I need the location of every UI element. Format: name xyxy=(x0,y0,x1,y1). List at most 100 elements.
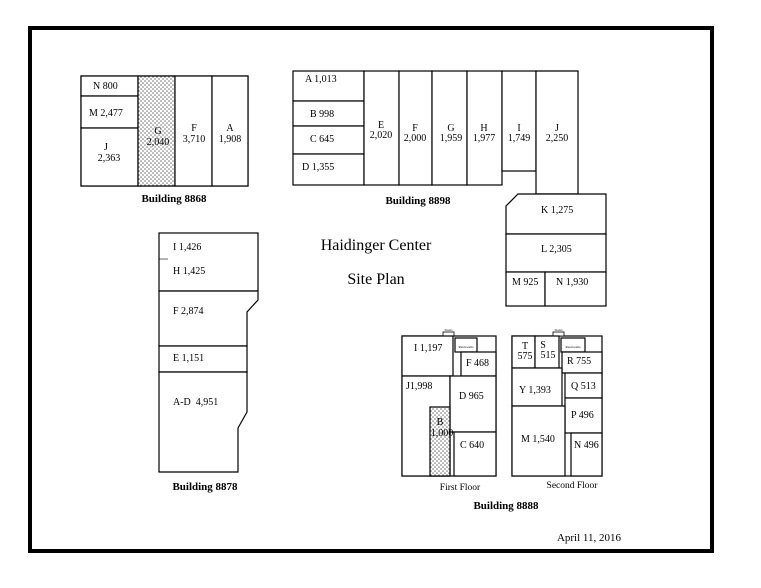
label-8868-f-area: 3,710 xyxy=(183,134,206,145)
label-8868-m: M 2,477 xyxy=(89,108,123,119)
stairs-label-1: Stairs xyxy=(445,328,454,332)
label-8888-n: N 496 xyxy=(574,440,599,451)
label-8898-h-letter: H xyxy=(480,123,487,134)
label-8888-s-area: 515 xyxy=(541,350,556,361)
plan-date: April 11, 2016 xyxy=(557,532,622,544)
label-8888-b-area: 1,000 xyxy=(431,428,454,439)
label-8898-l: L 2,305 xyxy=(541,244,572,255)
label-8888-r: R 755 xyxy=(567,356,591,367)
label-8868-g-letter: G xyxy=(154,126,161,137)
label-8878-h: H 1,425 xyxy=(173,266,205,277)
restrooms-label-1: Restrooms xyxy=(459,345,475,349)
restrooms-label-2: Restrooms xyxy=(566,345,582,349)
room-8898-l[interactable] xyxy=(505,233,607,273)
label-8898-n: N 1,930 xyxy=(556,277,588,288)
room-8898-e[interactable] xyxy=(363,70,400,186)
label-8888-m: M 1,540 xyxy=(521,434,555,445)
label-8878-ad: A-D 4,951 xyxy=(173,397,218,408)
label-8878-e: E 1,151 xyxy=(173,353,204,364)
label-8898-j-letter: J xyxy=(555,123,559,134)
label-8868-a-letter: A xyxy=(226,123,234,134)
room-8878-ih[interactable] xyxy=(158,232,259,292)
building-8888-first-floor: Stairs Restrooms I 1,197 F 468 J1,998 D … xyxy=(401,328,497,493)
label-8898-e-letter: E xyxy=(378,120,384,131)
label-8888-d: D 965 xyxy=(459,391,484,402)
label-8898-g-letter: G xyxy=(447,123,454,134)
label-8898-j-area: 2,250 xyxy=(546,133,569,144)
label-8898-d: D 1,355 xyxy=(302,162,334,173)
building-8878-name: Building 8878 xyxy=(172,481,238,493)
page-border xyxy=(28,26,714,553)
building-8898: A 1,013 B 998 C 645 D 1,355 E 2,020 F 2,… xyxy=(292,70,607,307)
first-floor-label: First Floor xyxy=(440,483,481,493)
label-8898-i-letter: I xyxy=(517,123,520,134)
room-8898-m[interactable] xyxy=(505,271,546,307)
label-8898-h-area: 1,977 xyxy=(473,133,496,144)
label-8888-c: C 640 xyxy=(460,440,484,451)
building-8868: N 800 M 2,477 J 2,363 G 2,040 F 3,710 A … xyxy=(80,75,249,205)
label-8898-c: C 645 xyxy=(310,134,334,145)
room-8888-i[interactable] xyxy=(401,335,454,377)
room-8898-d[interactable] xyxy=(292,153,365,186)
room-8878-f[interactable] xyxy=(158,290,259,347)
label-8888-p: P 496 xyxy=(571,410,594,421)
building-8888-second-floor: Stairs Restrooms T 575 S 515 R 755 Y 1,3… xyxy=(511,328,603,491)
room-8888-c[interactable] xyxy=(453,431,497,477)
room-8898-f[interactable] xyxy=(398,70,433,186)
label-8888-t-letter: T xyxy=(522,341,528,352)
site-plan-subtitle: Site Plan xyxy=(347,271,404,288)
room-8878-ad[interactable] xyxy=(158,371,248,473)
room-8898-i[interactable] xyxy=(501,70,537,172)
stairs-marker-1 xyxy=(442,331,455,337)
label-8898-b: B 998 xyxy=(310,109,334,120)
label-8868-g-area: 2,040 xyxy=(147,137,170,148)
label-8888-f: F 468 xyxy=(466,358,489,369)
room-8898-h[interactable] xyxy=(466,70,503,186)
label-8888-j: J1,998 xyxy=(406,381,432,392)
stairs-label-2: Stairs xyxy=(555,328,564,332)
label-8898-a: A 1,013 xyxy=(305,74,337,85)
label-8868-f-letter: F xyxy=(191,123,197,134)
building-8888-name: Building 8888 xyxy=(473,500,539,512)
label-8898-f-letter: F xyxy=(412,123,418,134)
room-8888-q[interactable] xyxy=(564,372,603,399)
label-8898-i-area: 1,749 xyxy=(508,133,531,144)
label-8878-f: F 2,874 xyxy=(173,306,204,317)
stairs-marker-2 xyxy=(552,331,565,337)
room-8868-a[interactable] xyxy=(211,75,249,187)
room-8888-b[interactable] xyxy=(429,406,451,477)
room-8898-n[interactable] xyxy=(544,271,607,307)
label-8868-j-area: 2,363 xyxy=(98,153,121,164)
label-8888-t-area: 575 xyxy=(518,351,533,362)
room-8868-f[interactable] xyxy=(174,75,213,187)
label-8888-s-letter: S xyxy=(540,340,546,351)
label-8888-y: Y 1,393 xyxy=(519,385,551,396)
room-8888-d[interactable] xyxy=(449,375,497,433)
room-8898-b[interactable] xyxy=(292,100,365,127)
label-8888-b-letter: B xyxy=(437,417,444,428)
label-8898-f-area: 2,000 xyxy=(404,133,427,144)
label-8878-i: I 1,426 xyxy=(173,242,201,253)
room-8888-s[interactable] xyxy=(534,335,560,369)
room-8898-g[interactable] xyxy=(431,70,468,186)
room-8888-n[interactable] xyxy=(570,432,603,477)
building-8878: I 1,426 H 1,425 F 2,874 E 1,151 A-D 4,95… xyxy=(158,232,259,493)
room-8868-g[interactable] xyxy=(137,75,176,187)
label-8898-m: M 925 xyxy=(512,277,538,288)
label-8898-k: K 1,275 xyxy=(541,205,573,216)
label-8888-i: I 1,197 xyxy=(414,343,442,354)
building-8898-name: Building 8898 xyxy=(385,195,451,207)
building-8868-name: Building 8868 xyxy=(141,193,207,205)
label-8868-n: N 800 xyxy=(93,81,118,92)
label-8898-g-area: 1,959 xyxy=(440,133,463,144)
center-title: Haidinger Center xyxy=(321,237,432,254)
room-8898-c[interactable] xyxy=(292,125,365,155)
label-8868-j-letter: J xyxy=(104,142,108,153)
label-8888-q: Q 513 xyxy=(571,381,596,392)
second-floor-label: Second Floor xyxy=(547,481,599,491)
label-8898-e-area: 2,020 xyxy=(370,130,393,141)
room-8898-a[interactable] xyxy=(292,70,365,102)
room-8888-m[interactable] xyxy=(511,405,566,477)
label-8868-a-area: 1,908 xyxy=(219,134,242,145)
